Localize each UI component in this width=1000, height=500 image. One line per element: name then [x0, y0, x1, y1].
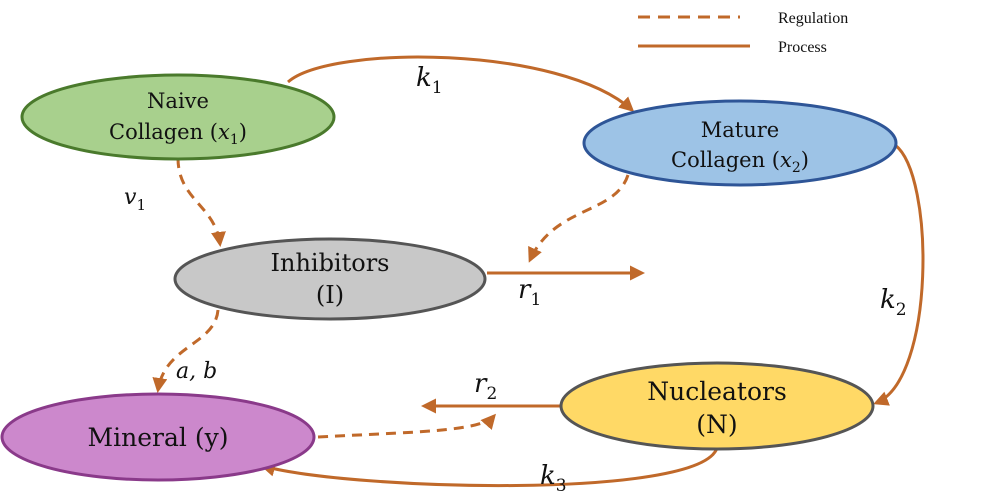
naive-collagen-sub: 1 [230, 132, 239, 148]
regulation-arrows [152, 157, 630, 439]
label-r2: r2 [474, 369, 497, 404]
naive-collagen-prefix: Collagen ( [109, 120, 218, 144]
naive-collagen-line1: Naive [147, 89, 209, 113]
label-k1: k1 [416, 63, 443, 98]
legend-process-label: Process [778, 39, 827, 56]
arrow-v1 [176, 157, 226, 247]
naive-collagen-shape [20, 73, 336, 161]
nucleators-shape [559, 361, 875, 451]
inhibitors-line2: (I) [316, 281, 344, 309]
mature-collagen-prefix: Collagen ( [671, 148, 780, 172]
mature-collagen-var: x [780, 148, 792, 172]
node-nucleators: Nucleators (N) [559, 361, 875, 451]
node-inhibitors: Inhibitors (I) [173, 237, 487, 321]
label-k2: k2 [880, 285, 907, 320]
arrow-k2 [873, 143, 925, 406]
inhibitors-shape [173, 237, 487, 321]
node-mineral: Mineral (y) [0, 392, 316, 482]
arrow-mineral-to-r2 [317, 413, 496, 439]
mature-collagen-shape [582, 99, 898, 187]
inhibitors-line1: Inhibitors [271, 249, 390, 277]
nucleators-line2: (N) [696, 410, 737, 439]
label-ab: a, b [176, 359, 217, 384]
mature-collagen-line1: Mature [701, 118, 779, 142]
arrow-k1 [287, 55, 635, 113]
edge-labels: k1 k2 k3 v1 r1 r2 a, b [124, 63, 907, 496]
naive-collagen-line2: Collagen (x1) [109, 120, 247, 148]
mineral-label: Mineral (y) [88, 423, 229, 452]
naive-collagen-var: x [218, 120, 230, 144]
arrow-k3 [260, 447, 719, 488]
mature-collagen-close: ) [801, 148, 809, 172]
node-mature-collagen: Mature Collagen (x2) [582, 99, 898, 187]
naive-collagen-close: ) [239, 120, 247, 144]
mineral-shape [0, 392, 316, 482]
legend: Regulation Process [638, 10, 848, 56]
nucleators-line1: Nucleators [647, 377, 787, 406]
arrow-mature-to-r1 [528, 174, 630, 263]
label-k3: k3 [540, 461, 567, 496]
process-arrows [260, 55, 925, 488]
node-naive-collagen: Naive Collagen (x1) [20, 73, 336, 161]
label-r1: r1 [518, 275, 541, 310]
mature-collagen-sub: 2 [792, 160, 801, 176]
mature-collagen-line2: Collagen (x2) [671, 148, 809, 176]
legend-regulation-label: Regulation [778, 10, 848, 27]
label-v1: v1 [124, 185, 146, 214]
arrow-ab [152, 309, 220, 393]
